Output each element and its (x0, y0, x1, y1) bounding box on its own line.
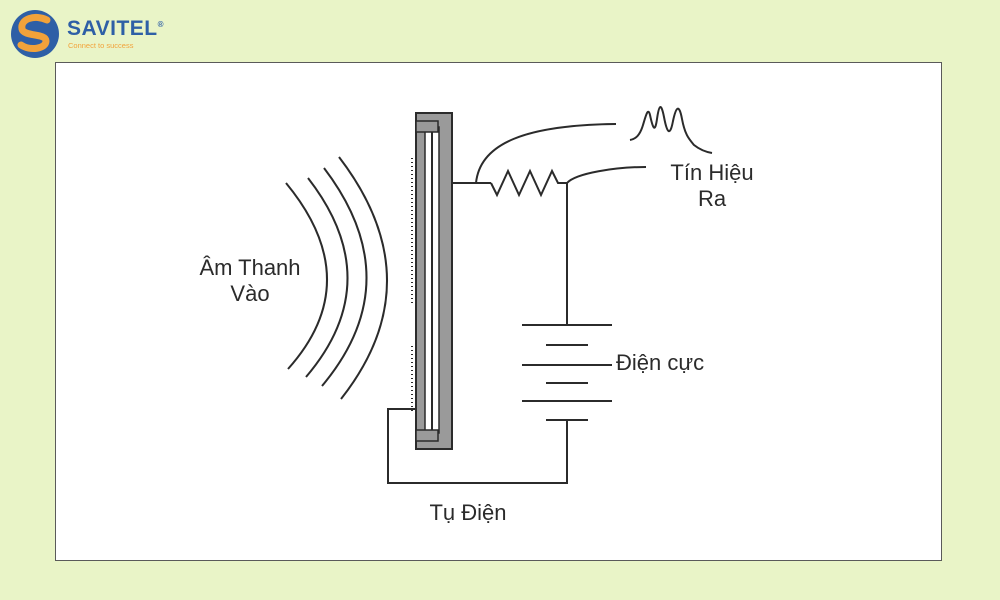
wire-return-loop (387, 408, 568, 484)
sound-wave-2 (321, 167, 368, 387)
logo-s-stroke (17, 13, 51, 52)
output-waveform (629, 106, 713, 154)
top-clamp (415, 120, 439, 133)
logo-tagline: Connect to success (68, 41, 134, 50)
bottom-clamp (415, 429, 439, 442)
electrode-label: Điện cực (616, 350, 705, 375)
resistor (490, 168, 567, 198)
savitel-s-logo-icon (11, 10, 59, 58)
diagram-panel: Âm Thanh Vào Tín Hiệu Ra Điện cực Tụ Điệ… (55, 62, 942, 561)
capacitor-label: Tụ Điện (429, 500, 507, 525)
sound-wave-4 (285, 182, 328, 370)
sound-input-label-line2: Vào (230, 281, 270, 306)
sound-wave-1 (338, 156, 388, 400)
savitel-logo: SAVITEL® Connect to success (10, 8, 170, 64)
sound-input-label-line1: Âm Thanh (199, 255, 301, 280)
logo-name: SAVITEL® (67, 17, 165, 40)
sound-wave-3 (305, 177, 349, 378)
signal-output-label: Tín Hiệu Ra (652, 160, 772, 212)
output-lead-bottom (566, 166, 647, 184)
microphone-diagram (285, 106, 713, 484)
sound-input-label: Âm Thanh Vào (196, 255, 304, 307)
signal-output-label-line1: Tín Hiệu (670, 160, 754, 185)
output-lead-top (475, 123, 617, 184)
signal-output-label-line2: Ra (697, 186, 727, 211)
